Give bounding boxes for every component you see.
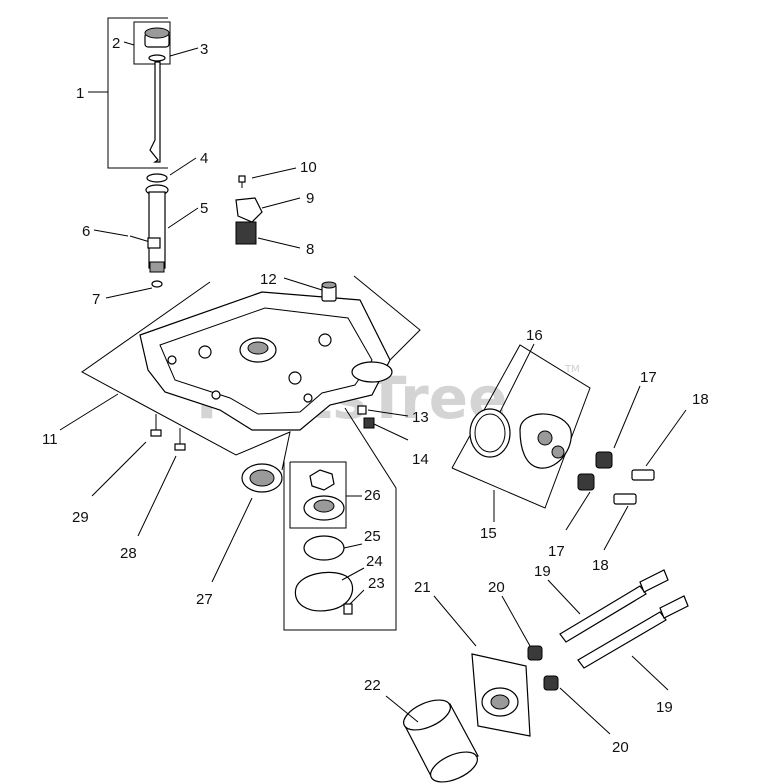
callout-2: 2	[112, 35, 120, 52]
dipstick-tube	[145, 184, 169, 288]
callout-7: 7	[92, 291, 100, 308]
callout-12: 12	[260, 271, 277, 288]
callout-10: 10	[300, 159, 317, 176]
callout-19-lower: 19	[656, 699, 673, 716]
bracket-plate	[235, 175, 263, 245]
callout-5: 5	[200, 200, 208, 217]
filter-adapter-group	[451, 344, 591, 509]
callout-8: 8	[306, 241, 314, 258]
callout-labels: 1 2 3 4 5 6 7 8 9 10 11 12 13 14 15 16 1…	[42, 35, 709, 756]
callout-17-upper: 17	[640, 369, 657, 386]
watermark-trademark: TM	[564, 364, 580, 375]
callout-13: 13	[412, 409, 429, 426]
dipstick-o-ring	[146, 173, 168, 183]
callout-6: 6	[82, 223, 90, 240]
oil-filter	[403, 699, 479, 783]
callout-18-upper: 18	[692, 391, 709, 408]
callout-21: 21	[414, 579, 431, 596]
callout-16: 16	[526, 327, 543, 344]
callout-22: 22	[364, 677, 381, 694]
callout-28: 28	[120, 545, 137, 562]
pan-bracket	[81, 275, 421, 631]
callout-1: 1	[76, 85, 84, 102]
callout-14: 14	[412, 451, 429, 468]
callout-25: 25	[364, 528, 381, 545]
drain-fittings	[357, 405, 375, 429]
callout-9: 9	[306, 190, 314, 207]
callout-20-upper: 20	[488, 579, 505, 596]
oil-hoses	[559, 569, 689, 669]
tube-screw	[129, 235, 161, 249]
dipstick-bracket	[107, 17, 171, 169]
callout-19-upper: 19	[534, 563, 551, 580]
callout-26: 26	[364, 487, 381, 504]
callout-18-lower: 18	[592, 557, 609, 574]
callout-20-lower: 20	[612, 739, 629, 756]
callout-29: 29	[72, 509, 89, 526]
leader-lines	[59, 41, 687, 735]
callout-24: 24	[366, 553, 383, 570]
oil-pan-housing	[139, 291, 393, 431]
callout-11: 11	[42, 431, 58, 448]
callout-3: 3	[200, 41, 208, 58]
callout-17-lower: 17	[548, 543, 565, 560]
callout-27: 27	[196, 591, 213, 608]
callout-4: 4	[200, 150, 208, 167]
breather-plug	[321, 281, 337, 302]
lower-fittings	[527, 645, 559, 691]
upper-fittings	[577, 451, 655, 505]
pan-bolts	[150, 414, 186, 451]
callout-15: 15	[480, 525, 497, 542]
filter-adapter	[471, 653, 531, 737]
dipstick-cap	[144, 27, 170, 163]
oil-pump-gears	[289, 461, 354, 615]
shaft-seal	[241, 463, 283, 493]
callout-23: 23	[368, 575, 385, 592]
